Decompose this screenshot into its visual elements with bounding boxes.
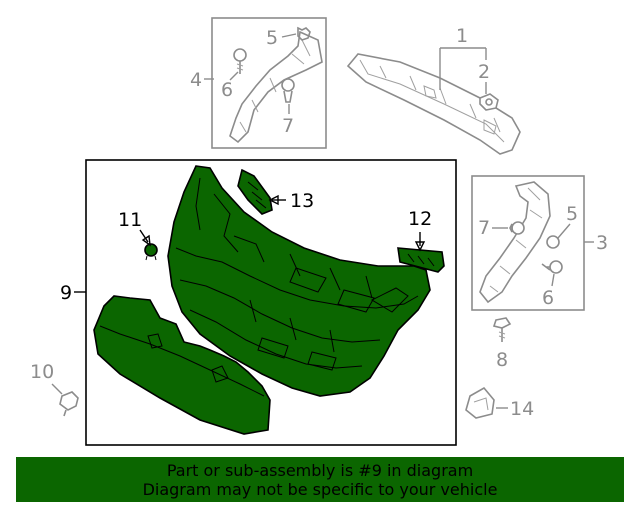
callout-11: 11 <box>118 209 142 231</box>
part-8-screw: 8 <box>492 317 512 371</box>
banner-line-1: Part or sub-assembly is #9 in diagram <box>166 461 474 480</box>
callout-9: 9 <box>60 282 72 304</box>
part-13-bracket[interactable] <box>237 168 273 215</box>
callout-3: 3 <box>596 232 608 254</box>
part-1-sill-plate <box>346 53 521 155</box>
callout-7-right: 7 <box>478 217 490 239</box>
callout-2: 2 <box>478 61 490 83</box>
clip-icon <box>509 221 525 235</box>
part-10-bolt: 10 <box>30 361 79 417</box>
part-1-group: 1 2 <box>346 25 521 155</box>
callout-6-right: 6 <box>542 287 554 309</box>
callout-1: 1 <box>456 25 468 47</box>
fastener-icon <box>297 26 311 41</box>
part-4-box <box>211 17 327 149</box>
clip-icon <box>546 235 560 249</box>
screw-icon <box>541 260 563 274</box>
lower-trim-panel[interactable] <box>93 295 271 435</box>
callout-8: 8 <box>496 349 508 371</box>
callout-12: 12 <box>408 208 432 230</box>
callout-6-left: 6 <box>221 79 233 101</box>
banner-line-2: Diagram may not be specific to your vehi… <box>142 480 498 499</box>
nut-icon <box>479 93 499 111</box>
callout-13: 13 <box>290 190 314 212</box>
part-14-bumper: 14 <box>465 386 534 420</box>
part-3-group: 7 5 6 3 <box>471 175 608 311</box>
clip-icon <box>281 78 295 103</box>
callout-5-right: 5 <box>566 203 578 225</box>
part-4-trim-panel <box>229 30 323 144</box>
part-4-group: 4 6 5 7 <box>190 17 327 149</box>
tailgate-inner-panel[interactable] <box>167 165 431 397</box>
part-3-box <box>471 175 585 311</box>
info-banner: Part or sub-assembly is #9 in diagram Di… <box>16 457 624 502</box>
callout-14: 14 <box>510 398 534 420</box>
part-9-group: 9 13 12 11 <box>60 159 457 446</box>
part-3-trim-panel <box>479 181 551 304</box>
callout-10: 10 <box>30 361 54 383</box>
part-11-clip[interactable] <box>144 243 158 261</box>
callout-7-left: 7 <box>282 115 294 137</box>
callout-4: 4 <box>190 69 202 91</box>
screw-icon <box>233 48 247 74</box>
callout-5-left: 5 <box>266 27 278 49</box>
